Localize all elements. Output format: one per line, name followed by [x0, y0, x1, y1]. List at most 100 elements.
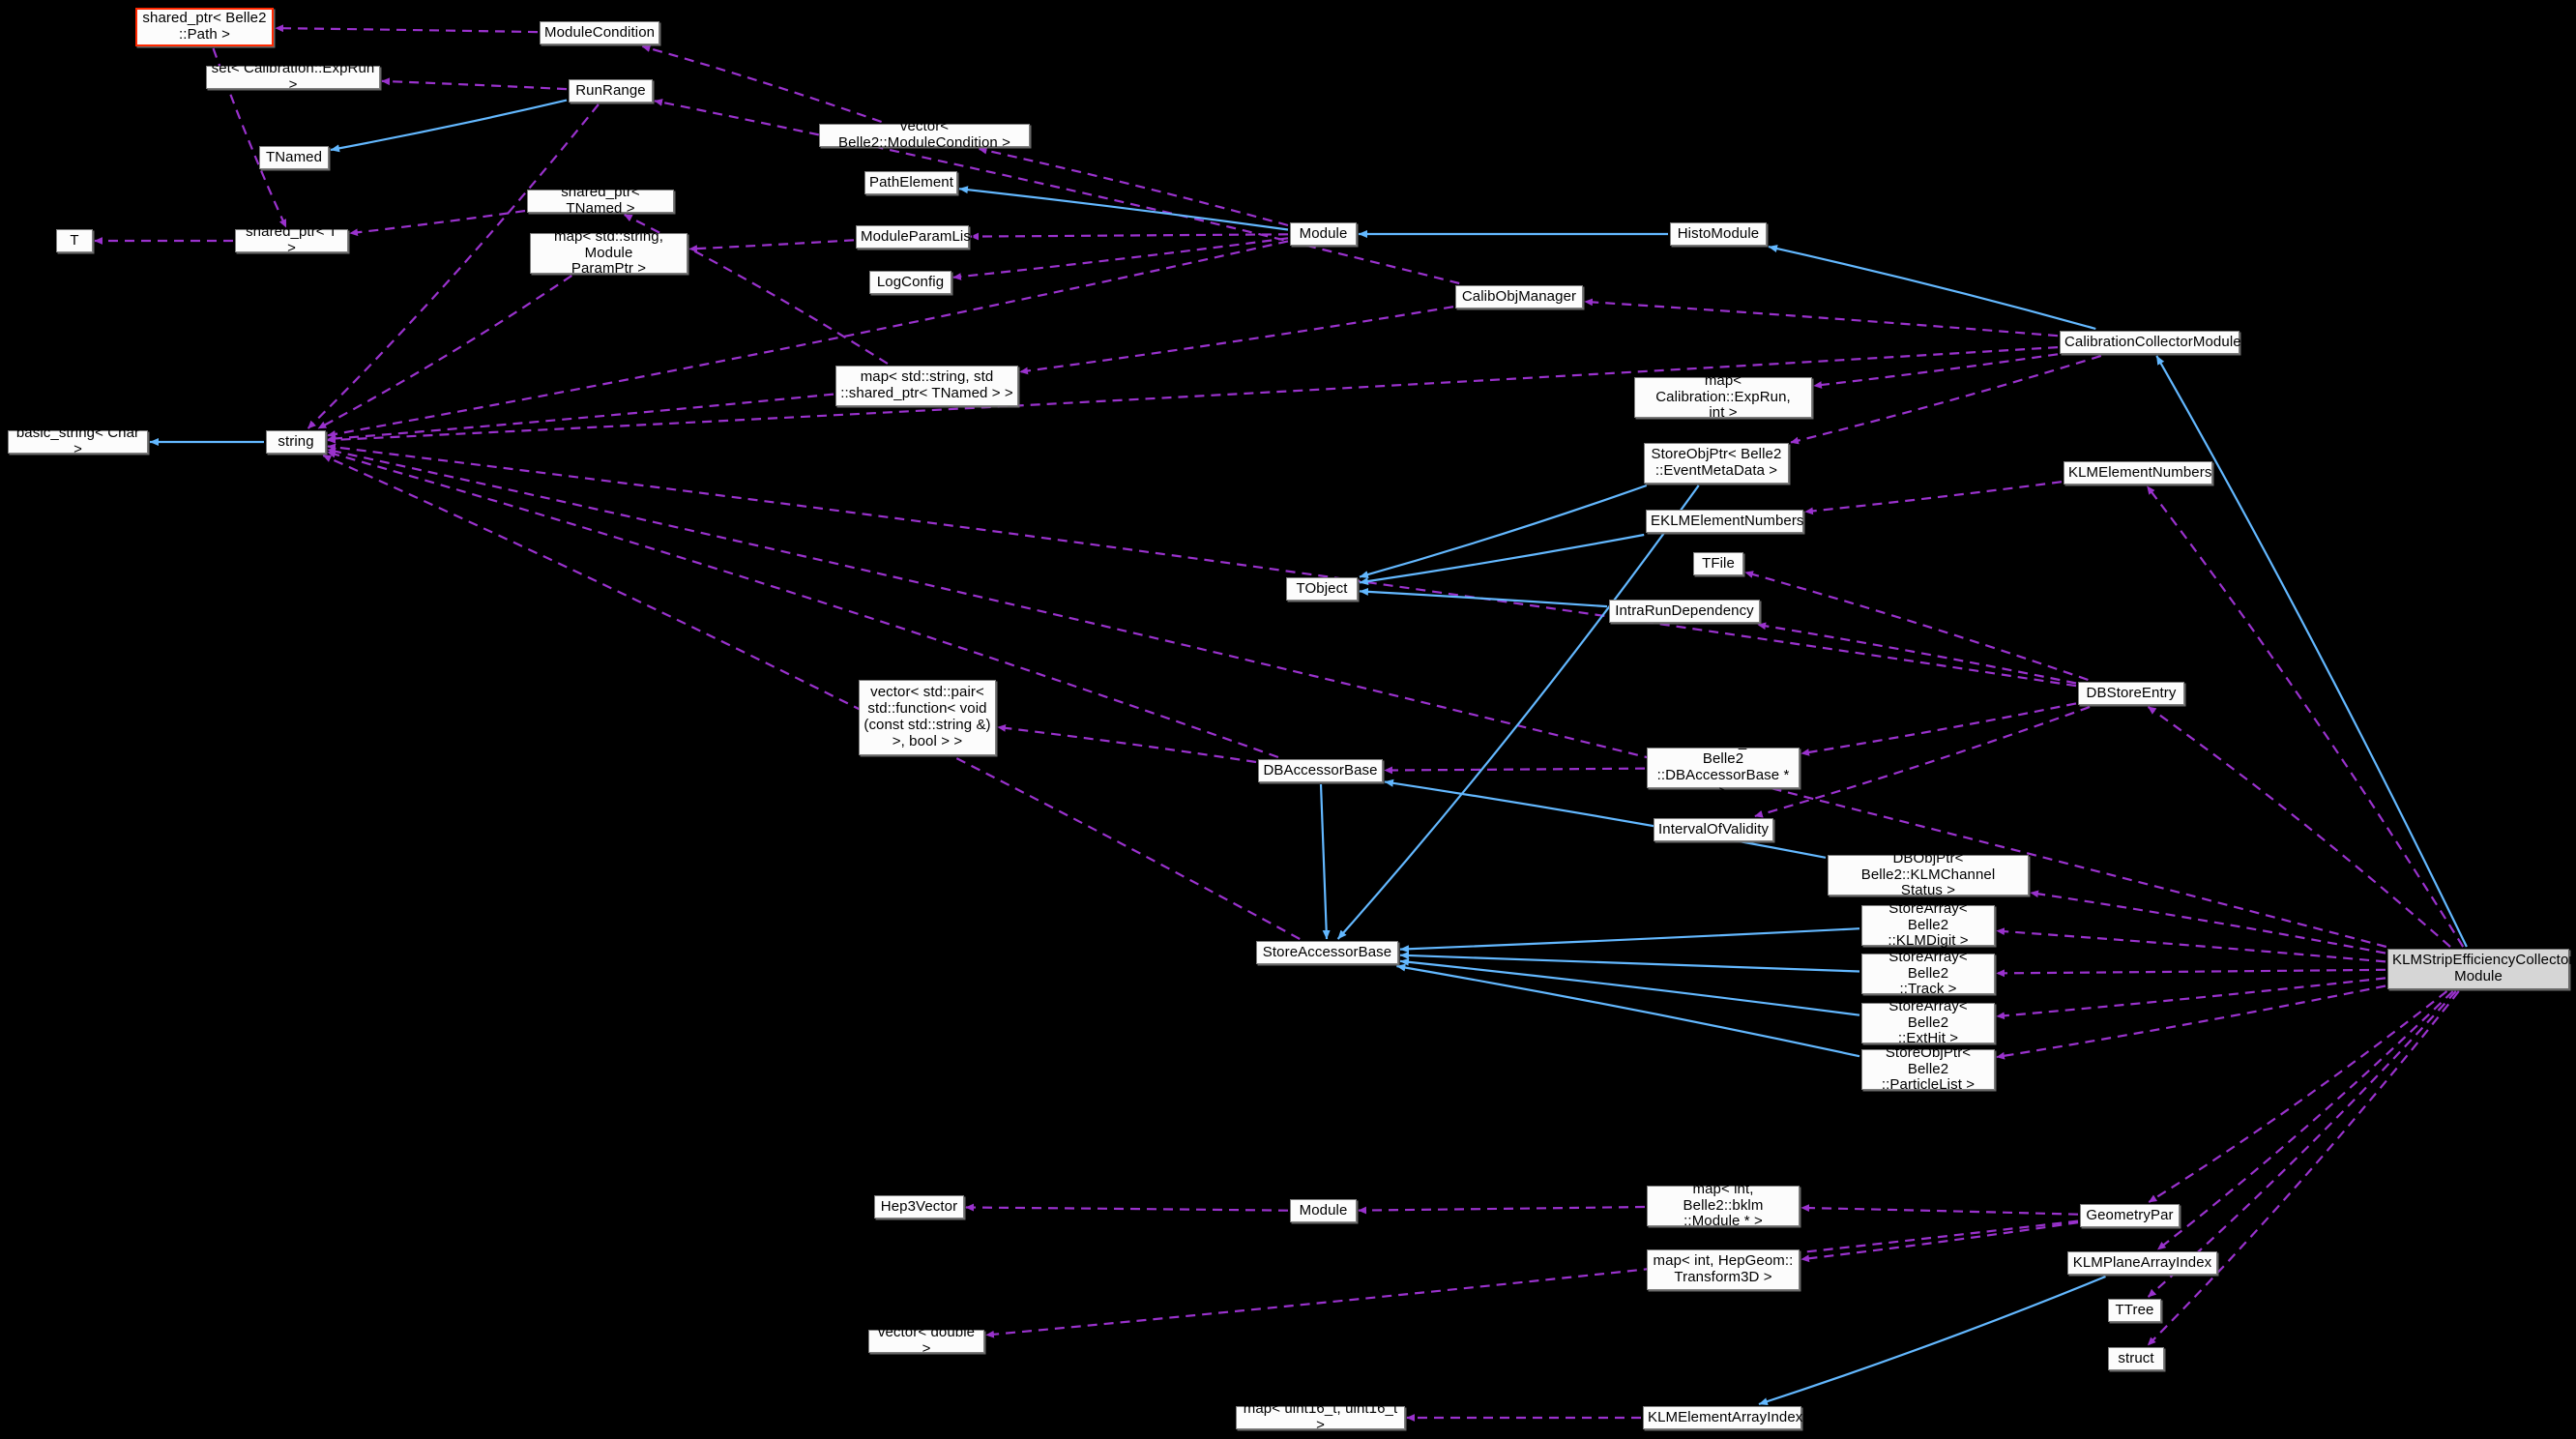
class-node-storeobjptr-particlelist[interactable]: StoreObjPtr< Belle2 ::ParticleList >: [1861, 1044, 1995, 1093]
edge-store-accessor-base-to-storearray-klmdigit: [1399, 927, 1860, 954]
class-node-label: Hep3Vector: [880, 1197, 958, 1215]
class-node-tnamed[interactable]: TNamed: [259, 146, 329, 169]
class-node-geometry-par[interactable]: GeometryPar: [2080, 1204, 2180, 1227]
edge-storearray-track-to-klm-strip-eff-collector: [1996, 968, 2386, 978]
class-node-label: shared_ptr< Belle2 ::Path >: [142, 10, 267, 43]
edge-store-accessor-base-to-db-accessor-base: [1319, 783, 1331, 940]
class-node-module-bottom[interactable]: Module: [1290, 1199, 1357, 1222]
class-node-map-string-moduleparam[interactable]: map< std::string, Module ParamPtr >: [530, 228, 688, 277]
class-node-label: shared_ptr< T >: [246, 223, 337, 256]
class-node-set-exprun[interactable]: set< Calibration::ExpRun >: [206, 60, 380, 93]
class-node-shared-ptr-t[interactable]: shared_ptr< T >: [235, 223, 348, 256]
class-node-module-param-list[interactable]: ModuleParamList: [856, 225, 975, 249]
class-node-map-int-transform3d[interactable]: map< int, HepGeom:: Transform3D >: [1647, 1249, 1800, 1290]
class-node-label: struct: [2118, 1349, 2154, 1366]
edge-module-param-list-to-module-top: [970, 232, 1289, 241]
class-node-label: IntraRunDependency: [1615, 602, 1754, 619]
class-node-map-int-bklm-module[interactable]: map< int, Belle2::bklm ::Module * >: [1647, 1181, 1800, 1229]
class-node-dbobjptr-klmchannel[interactable]: DBObjPtr< Belle2::KLMChannel Status >: [1828, 850, 2029, 898]
class-node-intra-run-dependency[interactable]: IntraRunDependency: [1609, 600, 1760, 623]
class-node-t-generic[interactable]: T: [56, 229, 93, 252]
class-node-map-string-sharedtnamed[interactable]: map< std::string, std ::shared_ptr< TNam…: [835, 366, 1018, 406]
class-node-db-store-entry[interactable]: DBStoreEntry: [2078, 682, 2184, 705]
class-node-label: KLMElementNumbers: [2068, 463, 2212, 481]
class-node-label: PathElement: [869, 173, 953, 191]
class-node-hep3vector[interactable]: Hep3Vector: [874, 1195, 964, 1219]
class-node-label: LogConfig: [876, 273, 945, 290]
class-node-module-condition[interactable]: ModuleCondition: [540, 21, 659, 44]
class-node-label: set< Calibration::ExpRun >: [211, 60, 375, 93]
class-node-label: TFile: [1702, 554, 1735, 572]
class-node-struct-node[interactable]: struct: [2108, 1347, 2164, 1370]
class-node-label: CalibObjManager: [1461, 287, 1577, 305]
class-node-tobject[interactable]: TObject: [1286, 577, 1358, 601]
class-node-store-accessor-base[interactable]: StoreAccessorBase: [1256, 941, 1398, 964]
edge-struct-node-to-klm-strip-eff-collector: [2147, 990, 2460, 1346]
edge-string-node-to-db-store-entry: [327, 443, 2077, 688]
class-node-label: StoreObjPtr< Belle2 ::ParticleList >: [1881, 1043, 1976, 1094]
class-node-interval-of-validity[interactable]: IntervalOfValidity: [1654, 818, 1773, 841]
class-node-storearray-exthit[interactable]: StoreArray< Belle2 ::ExtHit >: [1861, 998, 1995, 1046]
class-node-run-range[interactable]: RunRange: [569, 79, 653, 103]
edge-storeobjptr-eventmeta-to-calib-collector-module: [1790, 354, 2102, 445]
class-node-vector-pair-function[interactable]: vector< std::pair< std::function< void (…: [859, 680, 996, 755]
edge-calib-obj-manager-to-calib-collector-module: [1584, 298, 2059, 338]
edge-run-range-to-calib-obj-manager: [654, 99, 1460, 285]
class-node-map-exprun-int[interactable]: map< Calibration::ExpRun, int >: [1634, 372, 1812, 421]
class-node-klm-element-numbers[interactable]: KLMElementNumbers: [2064, 461, 2212, 485]
class-node-storearray-track[interactable]: StoreArray< Belle2 ::Track >: [1861, 949, 1995, 997]
edge-vector-double-to-geometry-par: [985, 1219, 2079, 1338]
class-node-module-top[interactable]: Module: [1290, 222, 1357, 246]
edge-tobject-to-storeobjptr-eventmeta: [1359, 484, 1648, 578]
class-node-map-uint16[interactable]: map< uint16_t, uint16_t >: [1236, 1400, 1405, 1433]
edge-tobject-to-intra-run-dependency: [1359, 587, 1608, 608]
class-node-label: ModuleCondition: [544, 23, 656, 41]
edge-string-node-to-module-top: [327, 240, 1289, 438]
class-node-basic-string-char[interactable]: basic_string< Char >: [8, 425, 148, 457]
class-node-vector-double[interactable]: vector< double >: [868, 1324, 984, 1357]
class-node-label: DBAccessorBase: [1263, 761, 1378, 778]
edge-map-int-bklm-module-to-geometry-par: [1800, 1204, 2079, 1216]
class-node-label: TTree: [2115, 1301, 2154, 1318]
class-node-klm-element-array-index[interactable]: KLMElementArrayIndex: [1643, 1406, 1803, 1429]
class-node-label: shared_ptr< TNamed >: [561, 184, 640, 217]
class-node-unordered-set-dbaccessor[interactable]: unordered_set< Belle2 ::DBAccessorBase *…: [1647, 734, 1800, 800]
class-node-vector-modulecondition[interactable]: vector< Belle2::ModuleCondition >: [819, 118, 1030, 151]
class-node-label: KLMElementArrayIndex: [1648, 1408, 1803, 1425]
class-node-label: StoreObjPtr< Belle2 ::EventMetaData >: [1651, 446, 1782, 479]
class-node-storearray-klmdigit[interactable]: StoreArray< Belle2 ::KLMDigit >: [1861, 900, 1995, 949]
edge-string-node-to-db-accessor-base: [327, 451, 1279, 759]
class-node-eklm-element-numbers[interactable]: EKLMElementNumbers: [1646, 510, 1803, 533]
class-node-log-config[interactable]: LogConfig: [869, 271, 951, 294]
edge-module-bottom-to-map-int-bklm-module: [1358, 1205, 1646, 1215]
edge-intra-run-dependency-to-db-store-entry: [1757, 622, 2077, 685]
class-node-calib-obj-manager[interactable]: CalibObjManager: [1455, 285, 1583, 308]
class-node-db-accessor-base[interactable]: DBAccessorBase: [1258, 759, 1383, 782]
class-node-label: Module: [1299, 1201, 1348, 1219]
class-node-storeobjptr-eventmeta[interactable]: StoreObjPtr< Belle2 ::EventMetaData >: [1644, 443, 1789, 484]
edge-tobject-to-eklm-element-numbers: [1359, 533, 1645, 586]
class-node-tfile[interactable]: TFile: [1693, 552, 1743, 575]
class-node-shared-ptr-path[interactable]: shared_ptr< Belle2 ::Path >: [135, 8, 274, 46]
class-node-shared-ptr-tnamed[interactable]: shared_ptr< TNamed >: [527, 184, 674, 217]
class-node-ttree[interactable]: TTree: [2108, 1299, 2161, 1322]
class-node-label: KLMStripEfficiencyCollector Module: [2392, 952, 2574, 984]
edge-dbobjptr-klmchannel-to-klm-strip-eff-collector: [2030, 890, 2386, 954]
edge-tnamed-to-run-range: [330, 99, 568, 153]
class-node-label: map< std::string, std ::shared_ptr< TNam…: [840, 368, 1013, 401]
edge-map-string-moduleparam-to-module-param-list: [688, 239, 855, 253]
edge-path-element-to-module-top: [958, 186, 1289, 231]
class-node-string-node[interactable]: string: [266, 430, 326, 454]
class-node-label: map< int, HepGeom:: Transform3D >: [1653, 1252, 1794, 1285]
class-node-klm-plane-array-index[interactable]: KLMPlaneArrayIndex: [2067, 1251, 2217, 1275]
class-node-label: map< std::string, Module ParamPtr >: [554, 227, 663, 278]
class-node-klm-strip-eff-collector[interactable]: KLMStripEfficiencyCollector Module: [2387, 949, 2574, 989]
class-node-histo-module[interactable]: HistoModule: [1670, 222, 1767, 246]
class-node-calib-collector-module[interactable]: CalibrationCollectorModule: [2060, 331, 2241, 354]
class-node-label: DBObjPtr< Belle2::KLMChannel Status >: [1860, 849, 1996, 899]
edge-storearray-exthit-to-klm-strip-eff-collector: [1996, 977, 2386, 1020]
class-node-path-element[interactable]: PathElement: [864, 171, 957, 194]
edge-db-accessor-base-to-unordered-set-dbaccessor: [1384, 766, 1646, 775]
class-node-label: IntervalOfValidity: [1658, 820, 1770, 837]
